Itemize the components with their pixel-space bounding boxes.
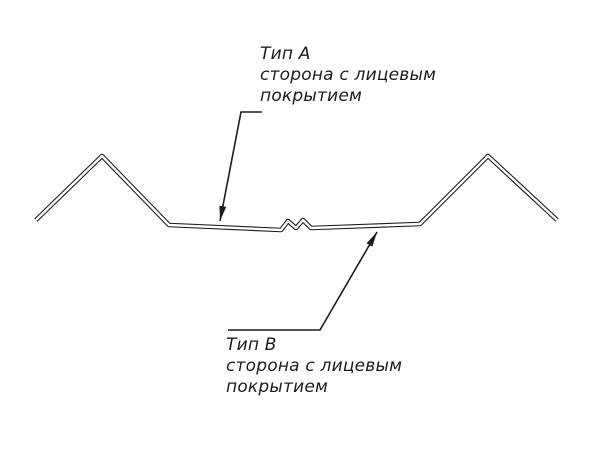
leader-line-type-a xyxy=(219,111,262,222)
label-type-b-line2: покрытием xyxy=(226,377,329,397)
label-type-a-title: Тип А xyxy=(260,44,311,64)
label-type-b-line1: сторона с лицевым xyxy=(226,356,403,376)
label-type-b-title: Тип В xyxy=(226,335,277,355)
label-type-a-line2: покрытием xyxy=(260,86,363,106)
leader-line-type-b xyxy=(228,231,378,331)
label-type-a-line1: сторона с лицевым xyxy=(260,65,437,85)
label-type-a: Тип А сторона с лицевым покрытием xyxy=(260,44,436,107)
label-type-b: Тип В сторона с лицевым покрытием xyxy=(226,335,402,398)
profile-sheet-thickness-gap xyxy=(35,154,558,232)
